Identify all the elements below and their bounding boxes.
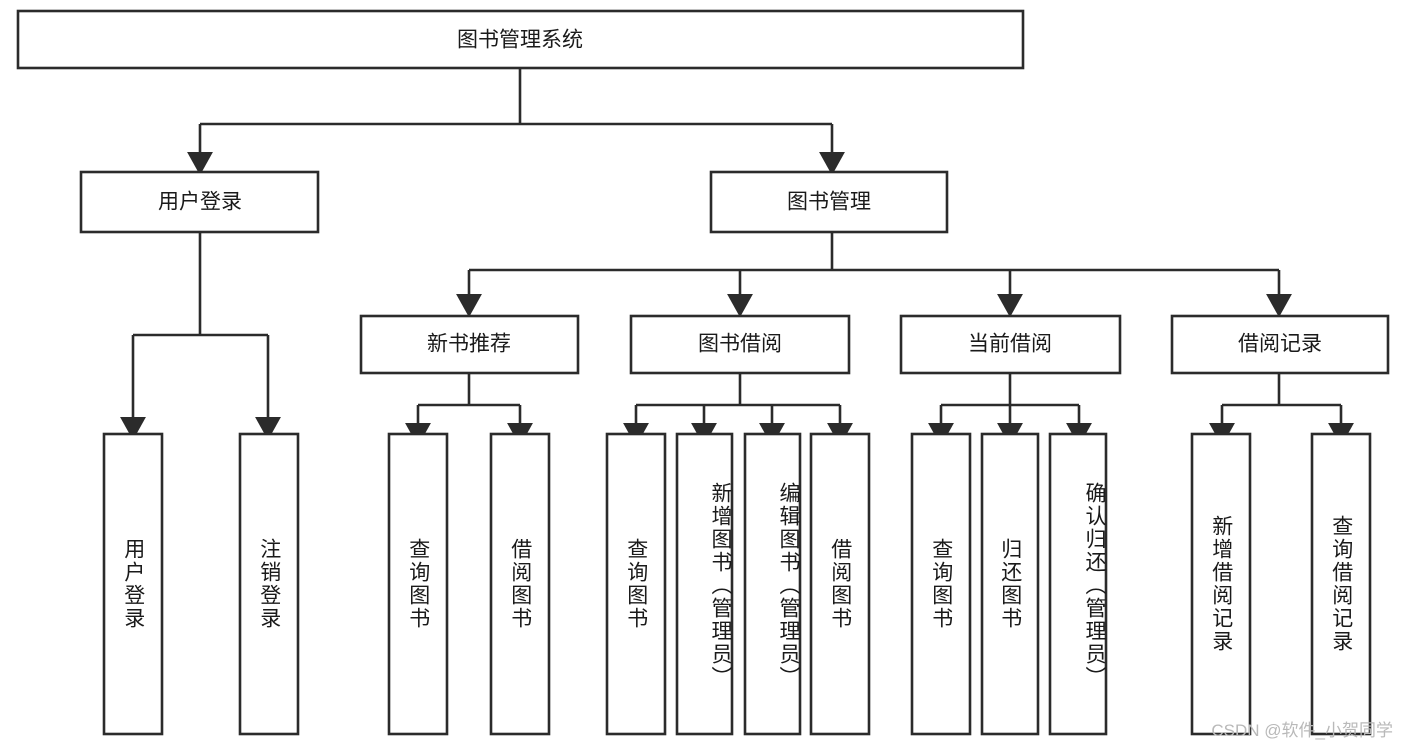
leaf-box-book-borrow-2[interactable] bbox=[743, 432, 802, 736]
node-book-borrow-box[interactable] bbox=[629, 314, 851, 375]
node-borrow-record-box[interactable] bbox=[1170, 314, 1390, 375]
leaf-group-current-borrow bbox=[910, 432, 1108, 736]
edge-group-borrow-record bbox=[1209, 373, 1354, 447]
leaf-box-borrow-record-1[interactable] bbox=[1310, 432, 1372, 736]
leaf-group-new-book-recommend bbox=[387, 432, 551, 736]
node-root-label: 图书管理系统 bbox=[457, 29, 583, 52]
edge-group-user-login bbox=[120, 232, 281, 441]
edge-group-new-book-recommend bbox=[405, 373, 533, 447]
node-current-borrow[interactable]: 当前借阅 bbox=[899, 314, 1122, 375]
leaf-box-book-borrow-3[interactable] bbox=[809, 432, 871, 736]
node-book-borrow-label: 图书借阅 bbox=[698, 333, 782, 356]
leaf-box-current-borrow-2[interactable] bbox=[1048, 432, 1108, 736]
node-borrow-record[interactable]: 借阅记录 bbox=[1170, 314, 1390, 375]
leaf-box-book-borrow-0[interactable] bbox=[605, 432, 667, 736]
edge-group-book-manage bbox=[456, 232, 1292, 318]
node-new-book-recommend[interactable]: 新书推荐 bbox=[359, 314, 580, 375]
node-borrow-record-label: 借阅记录 bbox=[1238, 333, 1322, 356]
edge-group-current-borrow bbox=[928, 373, 1092, 447]
leaf-box-new-book-1[interactable] bbox=[489, 432, 551, 736]
node-book-manage-box[interactable] bbox=[709, 170, 949, 234]
node-user-login-box[interactable] bbox=[79, 170, 320, 234]
node-user-login-label: 用户登录 bbox=[158, 191, 242, 214]
node-current-borrow-box[interactable] bbox=[899, 314, 1122, 375]
leaf-group-book-borrow bbox=[605, 432, 871, 736]
leaf-box-user-login-0[interactable] bbox=[102, 432, 164, 736]
node-root[interactable]: 图书管理系统 bbox=[16, 9, 1025, 70]
leaf-group-user-login bbox=[102, 432, 300, 736]
leaf-box-current-borrow-0[interactable] bbox=[910, 432, 972, 736]
node-book-manage-label: 图书管理 bbox=[787, 191, 871, 214]
leaf-box-user-login-1[interactable] bbox=[238, 432, 300, 736]
node-new-book-recommend-label: 新书推荐 bbox=[427, 333, 511, 356]
edge-group-root bbox=[187, 69, 845, 176]
node-user-login[interactable]: 用户登录 bbox=[79, 170, 320, 234]
node-root-box[interactable] bbox=[16, 9, 1025, 70]
leaf-box-book-borrow-1[interactable] bbox=[675, 432, 734, 736]
node-book-borrow[interactable]: 图书借阅 bbox=[629, 314, 851, 375]
node-new-book-recommend-box[interactable] bbox=[359, 314, 580, 375]
node-book-manage[interactable]: 图书管理 bbox=[709, 170, 949, 234]
leaf-box-borrow-record-0[interactable] bbox=[1190, 432, 1252, 736]
leaf-box-current-borrow-1[interactable] bbox=[980, 432, 1040, 736]
node-current-borrow-label: 当前借阅 bbox=[968, 333, 1052, 356]
leaf-box-new-book-0[interactable] bbox=[387, 432, 449, 736]
leaf-group-borrow-record bbox=[1190, 432, 1372, 736]
edge-group-book-borrow bbox=[623, 373, 853, 447]
